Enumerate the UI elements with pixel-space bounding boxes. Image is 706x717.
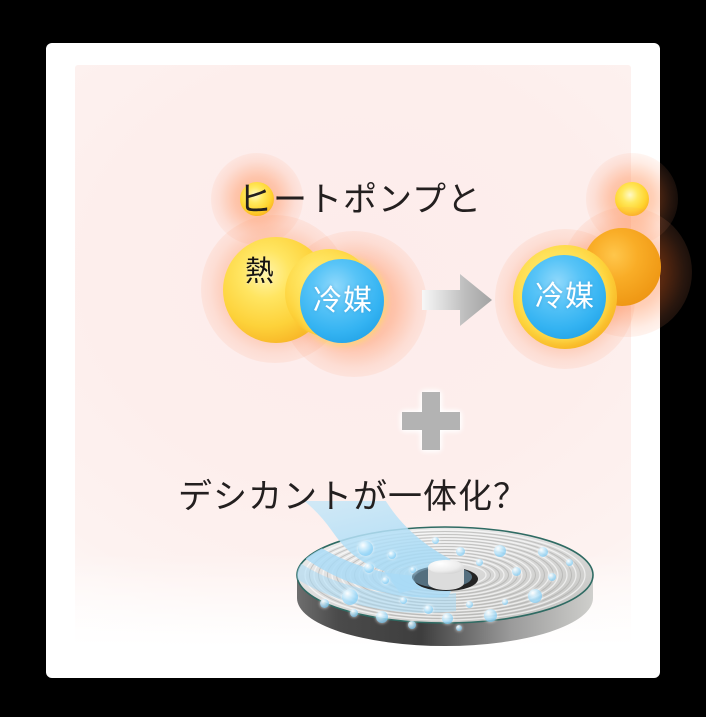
sun-spark-left-icon xyxy=(240,182,274,216)
water-droplet xyxy=(456,547,465,556)
water-droplet xyxy=(432,537,439,544)
water-droplet xyxy=(358,541,373,556)
refrigerant-ball-left xyxy=(300,259,384,343)
water-droplet xyxy=(376,611,388,623)
water-droplet xyxy=(442,613,453,624)
water-droplet xyxy=(382,577,389,584)
water-droplet xyxy=(566,559,573,566)
water-droplet xyxy=(548,573,556,581)
desiccant-rotor-disc xyxy=(280,501,610,661)
sun-spark-right-icon xyxy=(615,182,649,216)
title-heat-pump: ヒートポンプと xyxy=(238,180,482,220)
water-droplet xyxy=(528,589,542,603)
water-droplet xyxy=(400,597,407,604)
water-droplet xyxy=(350,609,358,617)
heat-label: 熱 xyxy=(245,254,276,288)
water-droplet xyxy=(456,625,462,631)
water-droplet xyxy=(364,563,374,573)
title-desiccant: デシカントが一体化？ xyxy=(178,477,528,517)
water-droplet xyxy=(466,601,473,608)
water-droplet xyxy=(538,547,548,557)
water-droplet xyxy=(502,599,508,605)
water-droplet xyxy=(342,589,358,605)
plus-sign-icon xyxy=(402,392,460,450)
water-droplet xyxy=(476,559,483,566)
water-droplet xyxy=(424,605,433,614)
water-droplet xyxy=(388,551,396,559)
water-droplet xyxy=(410,567,416,573)
white-card: ヒートポンプと 冷媒 熱 xyxy=(46,43,692,678)
water-droplet xyxy=(408,621,416,629)
water-droplet xyxy=(512,567,521,576)
pink-panel: ヒートポンプと 冷媒 熱 xyxy=(75,65,692,673)
refrigerant-label-right: 冷媒 xyxy=(534,279,595,313)
water-droplet xyxy=(484,609,497,622)
water-droplet xyxy=(494,545,506,557)
water-droplet xyxy=(320,599,329,608)
refrigerant-ball-right xyxy=(522,255,606,339)
right-arrow-icon xyxy=(422,274,492,326)
refrigerant-label-left: 冷媒 xyxy=(312,283,373,317)
